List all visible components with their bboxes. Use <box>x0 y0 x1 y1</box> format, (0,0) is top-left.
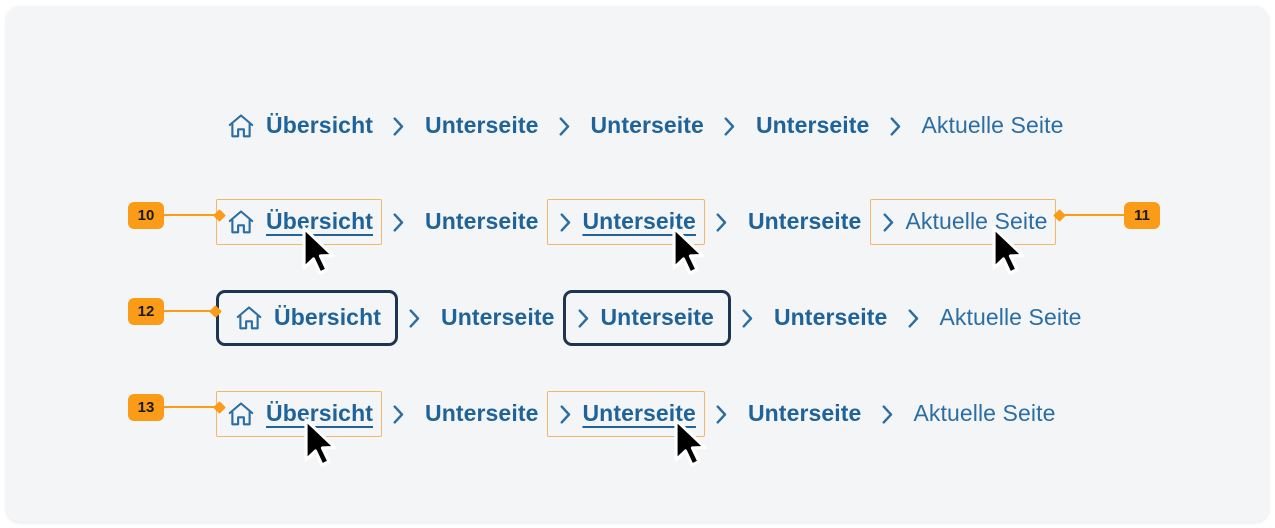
home-icon <box>225 110 257 142</box>
row-focus-sub-1-item[interactable]: Unterseite <box>432 295 563 341</box>
breadcrumb-label: Übersicht <box>274 303 381 330</box>
chevron-right-icon <box>713 103 747 149</box>
breadcrumb-item-current: Aktuelle Seite <box>912 103 1072 149</box>
breadcrumb-row-hover: Übersicht Unterseite Unterseite Untersei… <box>216 194 1057 250</box>
breadcrumb-label: Unterseite <box>424 111 539 138</box>
chevron-right-icon <box>547 103 581 149</box>
row-active-sub-1-item[interactable]: Unterseite <box>416 391 547 437</box>
annotation-connector-13 <box>162 406 224 408</box>
annotation-badge-number: 11 <box>1134 207 1150 224</box>
chevron-right-icon <box>705 199 739 245</box>
row-focus-home-item[interactable]: Übersicht <box>216 290 398 346</box>
breadcrumb-label: Unterseite <box>590 111 704 138</box>
chevron-right-icon <box>731 295 765 341</box>
row-active-sub-2-item[interactable]: Unterseite <box>547 391 705 437</box>
annotation-badge-number: 12 <box>137 303 155 320</box>
home-icon <box>225 398 257 430</box>
row-active-current-item: Aktuelle Seite <box>904 391 1064 437</box>
annotation-badge-11: 11 <box>1124 202 1160 229</box>
chevron-right-icon <box>548 199 582 245</box>
breadcrumb-label-current: Aktuelle Seite <box>913 399 1056 426</box>
chevron-right-icon <box>896 295 930 341</box>
chevron-right-icon <box>566 295 600 341</box>
chevron-right-icon <box>382 199 416 245</box>
breadcrumb-row-active: Übersicht Unterseite Unterseite Untersei… <box>216 386 1064 442</box>
breadcrumb-label: Unterseite <box>747 207 862 234</box>
breadcrumb-label: Unterseite <box>747 399 862 426</box>
home-icon <box>233 302 265 334</box>
breadcrumb-label: Übersicht <box>266 399 373 426</box>
row-hover-sub-1-item[interactable]: Unterseite <box>416 199 547 245</box>
row-active-sub-3-item[interactable]: Unterseite <box>739 391 870 437</box>
row-active-home-item[interactable]: Übersicht <box>216 391 382 437</box>
chevron-right-icon <box>878 103 912 149</box>
breadcrumb-label: Unterseite <box>424 207 539 234</box>
row-hover-current-item[interactable]: Aktuelle Seite <box>870 199 1057 245</box>
breadcrumb-label: Unterseite <box>773 303 888 330</box>
breadcrumb-label: Unterseite <box>582 399 696 426</box>
breadcrumb-label: Übersicht <box>266 111 373 138</box>
chevron-right-icon <box>382 391 416 437</box>
chevron-right-icon <box>548 391 582 437</box>
breadcrumb-label: Übersicht <box>266 207 373 234</box>
chevron-right-icon <box>705 391 739 437</box>
breadcrumb-label: Unterseite <box>600 303 714 330</box>
row-focus-sub-3-item[interactable]: Unterseite <box>765 295 896 341</box>
breadcrumb-item-sub-1[interactable]: Unterseite <box>416 103 547 149</box>
row-focus-sub-2-item[interactable]: Unterseite <box>563 290 731 346</box>
chevron-right-icon <box>870 391 904 437</box>
row-hover-sub-2-item[interactable]: Unterseite <box>547 199 705 245</box>
row-hover-sub-3-item[interactable]: Unterseite <box>739 199 870 245</box>
annotation-connector-12 <box>162 310 220 312</box>
breadcrumb-label: Unterseite <box>755 111 870 138</box>
annotation-connector-11 <box>1062 214 1130 216</box>
breadcrumb-label: Unterseite <box>424 399 539 426</box>
chevron-right-icon <box>871 199 905 245</box>
breadcrumb-label: Unterseite <box>582 207 696 234</box>
annotation-badge-12: 12 <box>128 298 164 325</box>
annotation-connector-10 <box>162 214 224 216</box>
breadcrumb-item-overview[interactable]: Übersicht <box>216 103 382 149</box>
annotation-badge-number: 10 <box>137 207 155 224</box>
row-focus-current-item: Aktuelle Seite <box>930 295 1090 341</box>
breadcrumb-label-current: Aktuelle Seite <box>939 303 1082 330</box>
home-icon <box>225 206 257 238</box>
breadcrumb-label-current: Aktuelle Seite <box>921 111 1064 138</box>
breadcrumb-row-default: Übersicht Unterseite Unterseite Untersei… <box>216 98 1072 154</box>
annotation-badge-13: 13 <box>128 394 164 421</box>
chevron-right-icon <box>382 103 416 149</box>
breadcrumb-label-current: Aktuelle Seite <box>905 207 1048 234</box>
breadcrumb-row-focus: Übersicht Unterseite Unterseite Untersei… <box>216 290 1090 346</box>
chevron-right-icon <box>398 295 432 341</box>
row-hover-home-item[interactable]: Übersicht <box>216 199 382 245</box>
breadcrumb-label: Unterseite <box>440 303 555 330</box>
annotation-panel: Übersicht Unterseite Unterseite Untersei… <box>6 6 1269 522</box>
breadcrumb-item-sub-2[interactable]: Unterseite <box>581 103 712 149</box>
breadcrumb-item-sub-3[interactable]: Unterseite <box>747 103 878 149</box>
annotation-badge-10: 10 <box>128 202 164 229</box>
annotation-badge-number: 13 <box>137 399 155 416</box>
